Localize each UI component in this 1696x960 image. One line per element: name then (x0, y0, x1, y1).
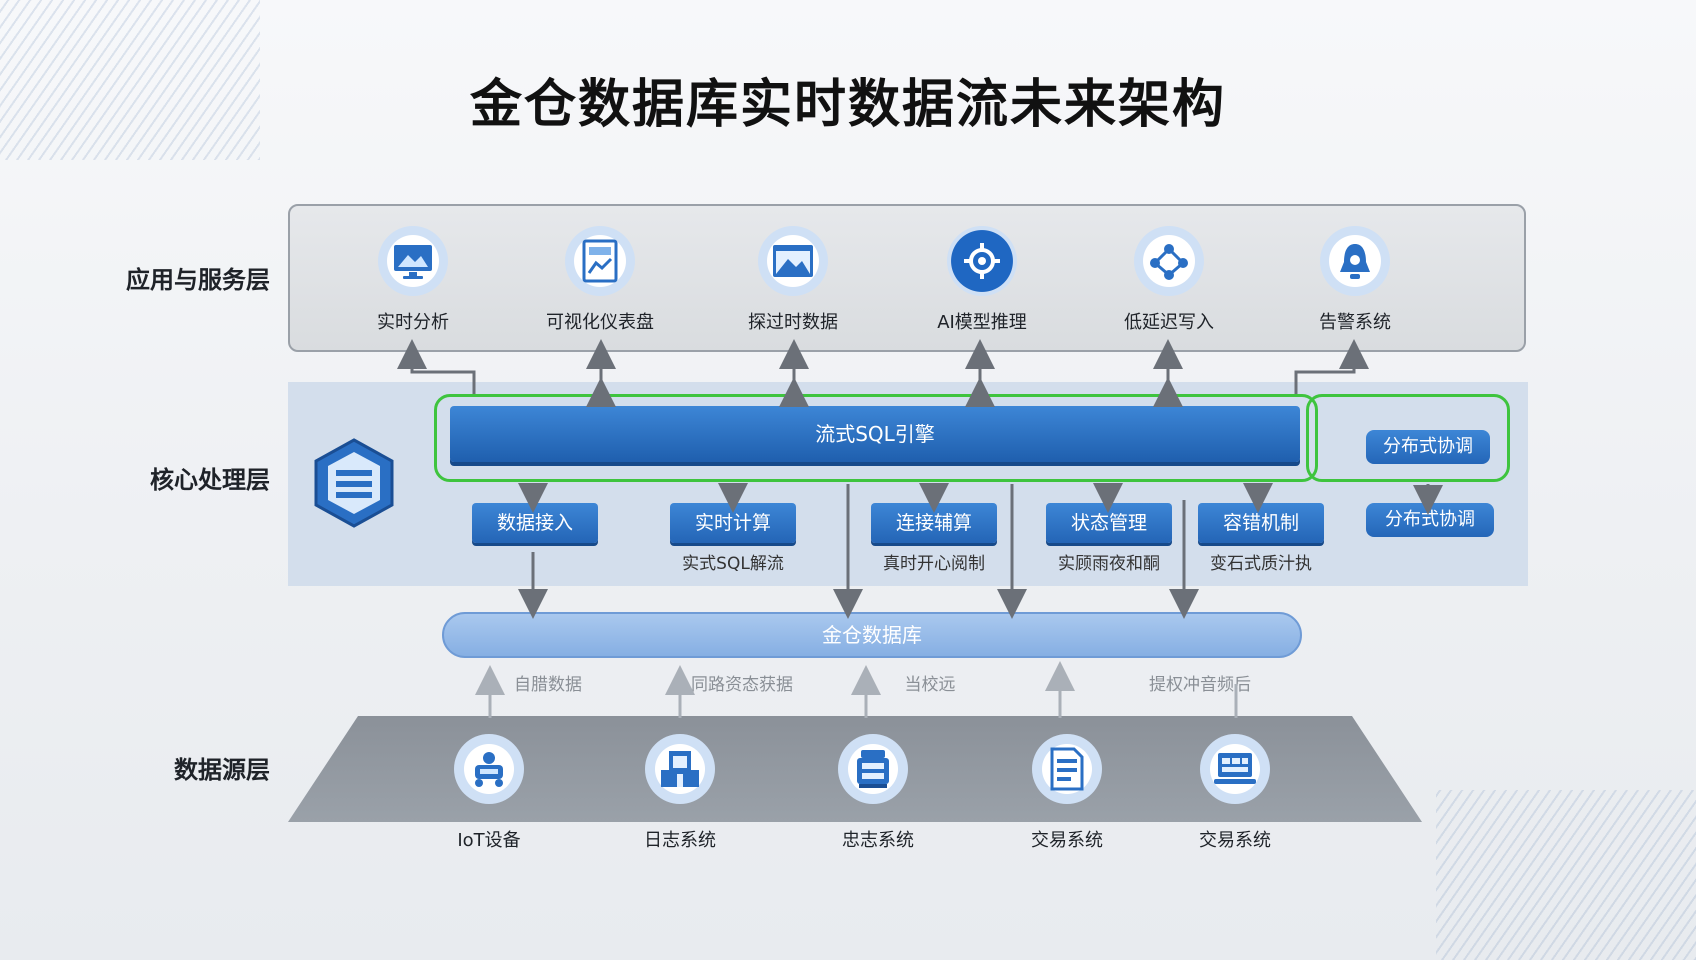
server-rack-icon[interactable] (838, 734, 908, 804)
corner-stripes-bottom-right (1436, 790, 1696, 960)
module-sub-join-compute: 真时开心阅制 (883, 554, 985, 574)
alarm-bell-icon (1320, 226, 1390, 296)
coord-highlight-frame (1306, 394, 1510, 482)
page-title: 金仓数据库实时数据流未来架构 (469, 75, 1226, 135)
dashboard-board-icon (565, 226, 635, 296)
laptop-screen-icon[interactable] (1200, 734, 1270, 804)
app-item-historical-data[interactable]: 探过时数据 (708, 226, 878, 334)
monitor-chart-icon (378, 226, 448, 296)
corner-stripes-top-left (0, 0, 260, 160)
module-realtime-compute[interactable]: 实时计算 (670, 503, 796, 543)
app-item-ai-inference[interactable]: AI模型推理 (897, 226, 1067, 334)
faint-label-1: 自腊数据 (514, 675, 582, 695)
app-label: AI模型推理 (937, 312, 1027, 333)
module-sub-fault-tolerance: 变石式质汁执 (1210, 554, 1312, 574)
faint-label-3: 当校远 (904, 675, 956, 695)
database-stack-icon (314, 438, 394, 528)
app-label: 探过时数据 (748, 312, 838, 333)
app-label: 告警系统 (1319, 312, 1391, 333)
engine-highlight-frame (434, 394, 1318, 482)
module-sub-realtime-compute: 实式SQL解流 (682, 554, 784, 574)
source-label-iot: IoT设备 (457, 830, 521, 851)
kingbase-database[interactable]: 金仓数据库 (442, 612, 1302, 658)
app-item-realtime-analysis[interactable]: 实时分析 (328, 226, 498, 334)
module-fault-tolerance[interactable]: 容错机制 (1198, 503, 1324, 543)
stream-sql-engine[interactable]: 流式SQL引擎 (450, 406, 1300, 462)
layer-label-source: 数据源层 (174, 756, 270, 784)
building-log-icon[interactable] (645, 734, 715, 804)
app-label: 实时分析 (377, 312, 449, 333)
distributed-coordination-top[interactable]: 分布式协调 (1366, 430, 1490, 464)
app-label: 可视化仪表盘 (546, 312, 654, 333)
app-item-low-latency-write[interactable]: 低延迟写入 (1084, 226, 1254, 334)
app-item-alarm-system[interactable]: 告警系统 (1270, 226, 1440, 334)
module-sub-state-management: 实顾雨夜和酮 (1058, 554, 1160, 574)
source-label-trade-2: 交易系统 (1199, 830, 1271, 851)
faint-label-2: 同路资态获据 (691, 675, 793, 695)
module-join-compute[interactable]: 连接辅算 (871, 503, 997, 543)
module-data-ingestion[interactable]: 数据接入 (472, 503, 598, 543)
faint-label-5: 提权冲音频后 (1149, 675, 1251, 695)
app-service-panel (288, 204, 1526, 352)
layer-label-core: 核心处理层 (150, 466, 270, 494)
layer-label-app: 应用与服务层 (126, 266, 270, 294)
iot-robot-icon[interactable] (454, 734, 524, 804)
source-label-trade-1: 交易系统 (1031, 830, 1103, 851)
app-label: 低延迟写入 (1124, 312, 1214, 333)
distributed-coordination-bottom[interactable]: 分布式协调 (1366, 503, 1494, 537)
ai-gear-icon (947, 226, 1017, 296)
network-nodes-icon (1134, 226, 1204, 296)
source-label-system: 忠志系统 (842, 830, 914, 851)
document-form-icon[interactable] (1032, 734, 1102, 804)
module-state-management[interactable]: 状态管理 (1046, 503, 1172, 543)
app-item-dashboard[interactable]: 可视化仪表盘 (515, 226, 685, 334)
source-label-log: 日志系统 (644, 830, 716, 851)
image-window-icon (758, 226, 828, 296)
